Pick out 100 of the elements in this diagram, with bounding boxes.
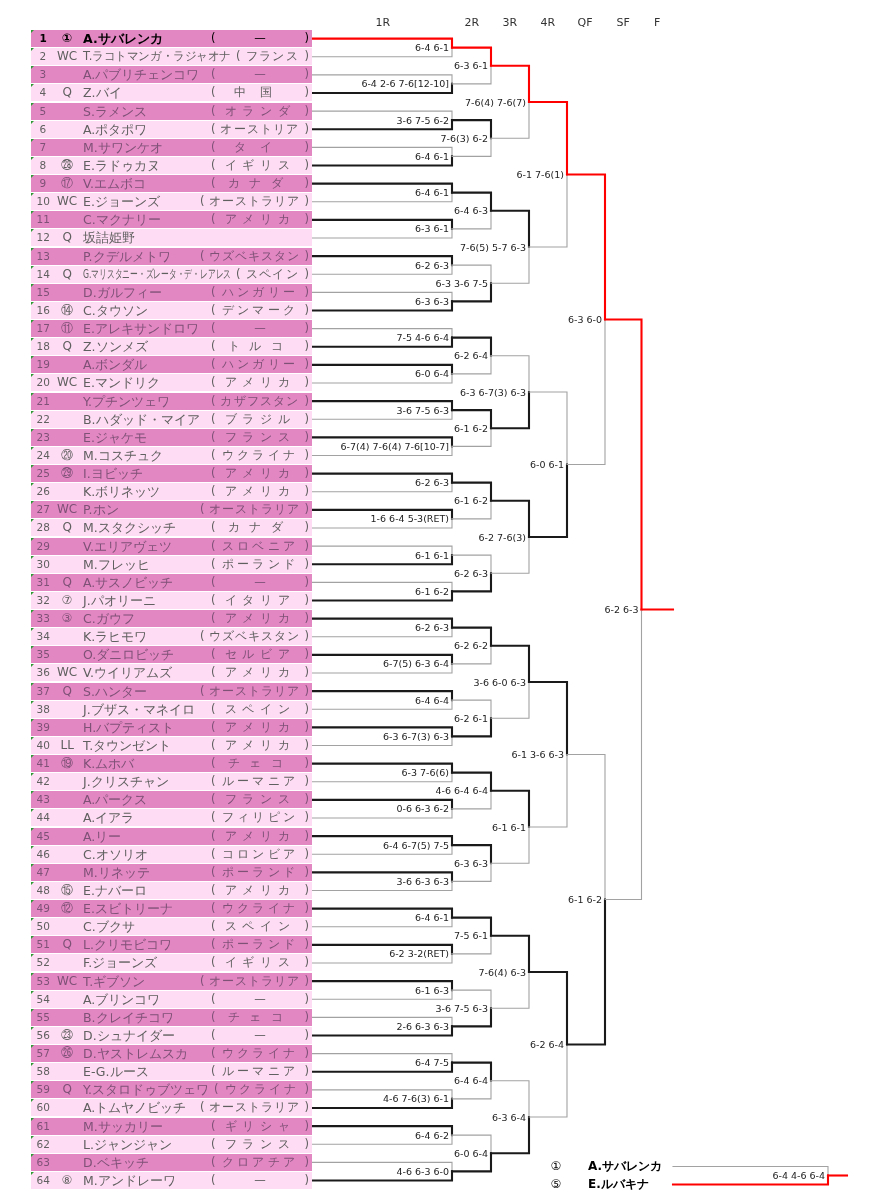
- player-row: [31, 338, 312, 356]
- player-row: [31, 320, 312, 337]
- bracket-line: [489, 934, 531, 974]
- player-row: [31, 392, 312, 410]
- country-name: ( オーストラリア ): [200, 972, 309, 990]
- country-name: ( フランス ): [236, 48, 309, 66]
- bracket-line: [450, 626, 493, 647]
- match-score: 6-3 6-7(3) 6-3: [458, 385, 529, 399]
- match-score: 6-4 6-4: [413, 693, 452, 707]
- player-row: [31, 356, 312, 374]
- seed-label: WC: [57, 193, 78, 211]
- country-name: ( チェコ ): [211, 755, 309, 772]
- player-row: [31, 1171, 312, 1189]
- player-name: C.マクナリー: [83, 211, 161, 229]
- bracket-line: [451, 1080, 492, 1100]
- bracket-line: [311, 735, 453, 747]
- bracket-line: [450, 1152, 493, 1173]
- seed-label: ⑪: [61, 320, 73, 337]
- bracket-line: [450, 572, 493, 593]
- country-name: ( ウクライナ ): [214, 1081, 309, 1099]
- country-name: ( ウズベキスタン ): [200, 247, 309, 265]
- match-score: 6-0 6-1: [528, 458, 567, 472]
- player-row: [31, 718, 312, 736]
- country-name: ( アメリカ ): [211, 374, 309, 392]
- draw-number: 18: [36, 339, 50, 355]
- country-name: ( アメリカ ): [211, 718, 309, 736]
- player-name: A.サバレンカ: [588, 1158, 663, 1175]
- country-name: ( — ): [211, 990, 309, 1008]
- seed-label: Q: [62, 936, 72, 954]
- country-name: ( フランス ): [211, 428, 309, 446]
- seed-label: Q: [62, 338, 72, 356]
- country-name: ( ウズベキスタン ): [200, 628, 309, 646]
- bracket-line: [489, 789, 531, 829]
- player-name: A.ブリンコワ: [83, 990, 161, 1008]
- match-score: 6-2 6-3: [603, 603, 642, 617]
- player-name: A.パークス: [83, 791, 148, 809]
- seed-label: ⑳: [61, 446, 73, 464]
- country-name: ( オーストラリア ): [200, 1099, 309, 1117]
- player-name: T.タウンゼント: [83, 736, 172, 754]
- bracket-line: [528, 1044, 568, 1118]
- draw-number: 59: [36, 1082, 50, 1098]
- bracket-line: [311, 1053, 453, 1064]
- draw-number: 54: [36, 991, 50, 1007]
- seed-label: ⑤: [550, 1176, 562, 1193]
- match-score: 6-4 6-7(5) 7-5: [381, 838, 452, 852]
- bracket-line: [311, 545, 453, 556]
- bracket-line: [450, 916, 493, 937]
- draw-number: 42: [36, 774, 50, 790]
- bracket-line: [311, 1161, 453, 1172]
- bracket-line: [671, 1174, 830, 1186]
- bracket-line: [311, 1134, 453, 1145]
- match-score: 6-3 6-3: [452, 856, 491, 870]
- player-name: T.ラコトマンガ・ラジャオナ: [83, 48, 231, 66]
- player-name: Z.バイ: [83, 84, 122, 102]
- seed-label: Q: [62, 265, 72, 283]
- country-name: ( スペイン ): [211, 918, 309, 936]
- country-name: ( オランダ ): [211, 102, 309, 120]
- bracket-line: [450, 1061, 493, 1082]
- player-name: D.ヤストレムスカ: [83, 1045, 188, 1062]
- match-score: 6-4 6-4: [452, 1074, 491, 1088]
- draw-number: 46: [36, 846, 50, 862]
- player-name: E.ジョーンズ: [83, 193, 160, 211]
- player-name: Z.ソンメズ: [83, 338, 148, 356]
- player-name: B.ハダッド・マイア: [83, 410, 200, 428]
- match-score: 7-6(4) 6-3: [477, 965, 529, 979]
- bracket-line: [566, 754, 606, 901]
- seed-label: ⑭: [61, 301, 73, 319]
- draw-number: 21: [36, 393, 50, 409]
- player-name: S.ラメンス: [83, 102, 147, 120]
- player-row: [31, 736, 312, 754]
- player-name: E.ナバーロ: [83, 881, 147, 899]
- country-name: ( スペイン ): [211, 700, 309, 718]
- player-name: M.フレッヒ: [83, 555, 150, 573]
- bracket-line: [311, 264, 453, 275]
- player-name: V.エムボコ: [83, 175, 146, 192]
- player-row: [31, 1135, 312, 1153]
- bracket-line: [450, 1007, 493, 1028]
- bracket-line: [489, 64, 531, 104]
- player-name: M.サッカリー: [83, 1117, 163, 1135]
- player-row: [31, 827, 312, 845]
- player-row: [31, 102, 312, 120]
- player-name: E.マンドリク: [83, 374, 160, 392]
- country-name: ( イタリア ): [211, 591, 309, 609]
- bracket-line: [311, 880, 453, 892]
- draw-number: 26: [36, 484, 50, 500]
- round-header: SF: [616, 15, 630, 29]
- country-name: ( — ): [211, 320, 309, 337]
- draw-number: 52: [36, 955, 50, 971]
- bracket-line: [490, 826, 530, 864]
- draw-number: 9: [39, 176, 47, 191]
- country-name: ( アメリカ ): [211, 610, 309, 627]
- country-name: ( ハンガリー ): [211, 356, 309, 374]
- player-name: K.ボリネッツ: [83, 483, 161, 501]
- player-row: [31, 265, 312, 283]
- bracket-line: [311, 627, 453, 638]
- seed-label: ㉙: [61, 465, 73, 482]
- player-row: [31, 175, 312, 192]
- bracket-line: [527, 971, 569, 1046]
- country-name: ( チェコ ): [211, 1008, 309, 1026]
- match-score: 6-2 6-3: [413, 476, 452, 490]
